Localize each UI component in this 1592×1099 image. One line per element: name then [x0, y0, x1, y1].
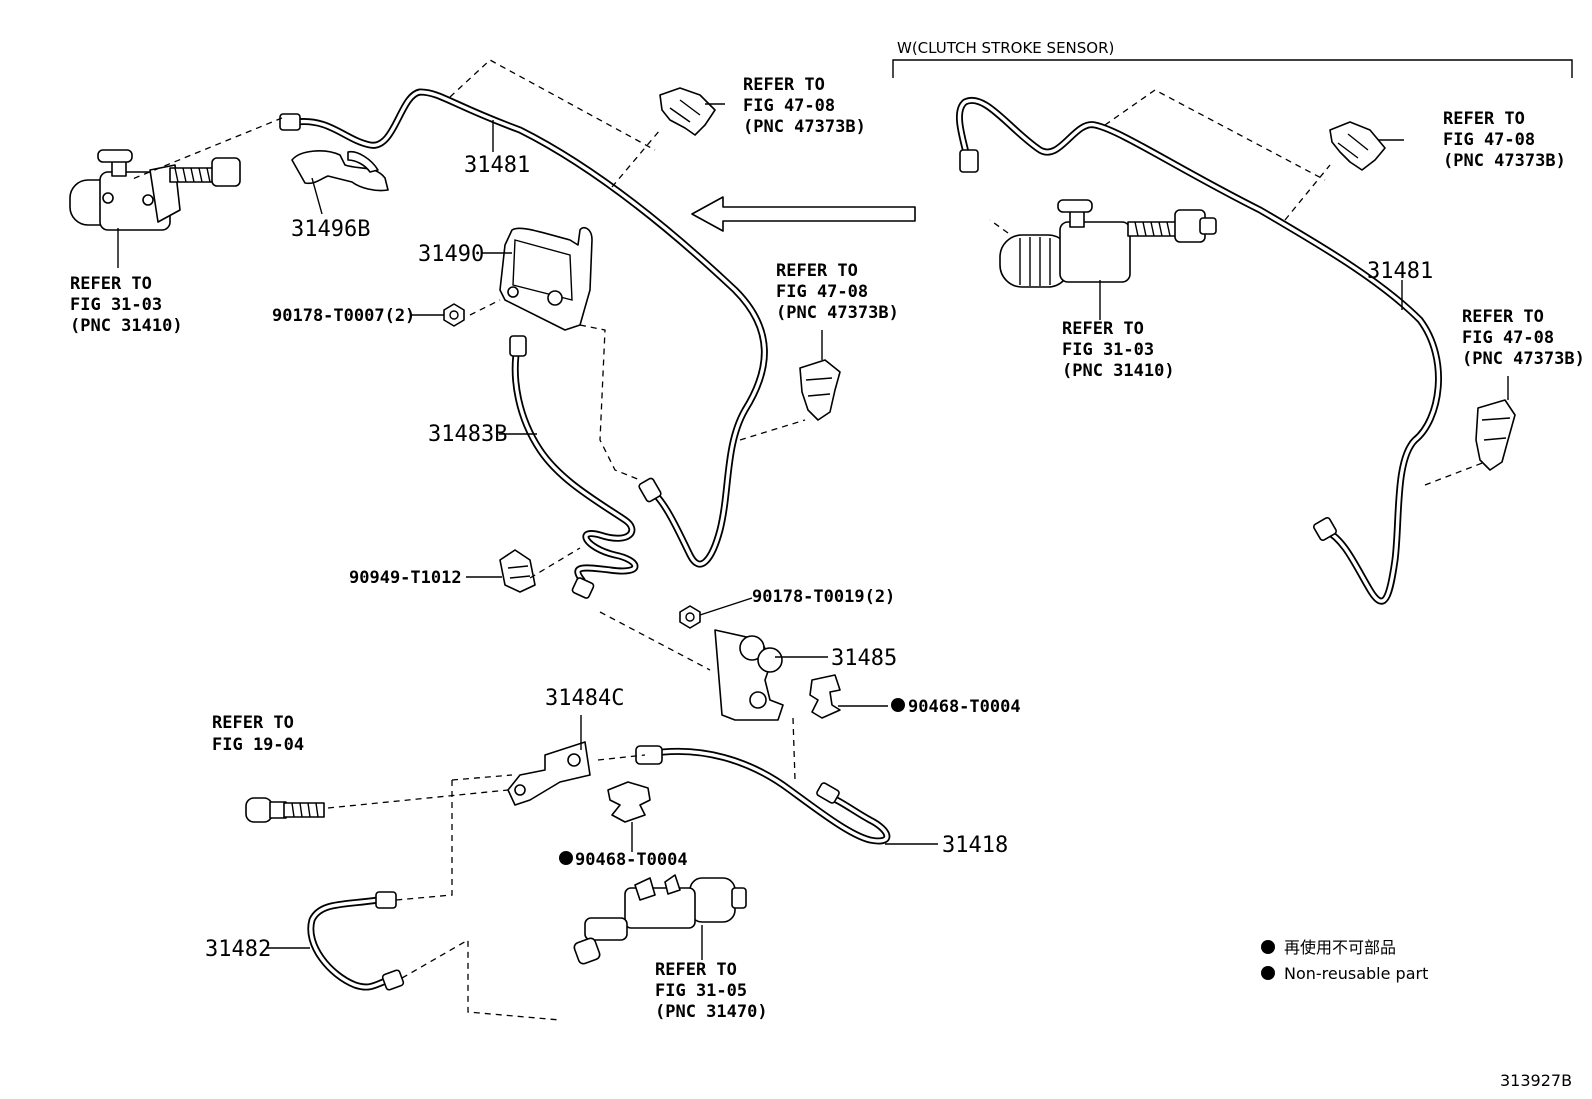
- clamp-top-main: [659, 87, 716, 136]
- legend-dot-jp: [1261, 940, 1275, 954]
- refer-line: (PNC 31410): [1062, 361, 1175, 381]
- refer-line: (PNC 47373B): [1443, 151, 1566, 171]
- pipe-31481-main: [279, 88, 768, 568]
- refer-line: (PNC 47373B): [1462, 349, 1585, 369]
- refer-line: REFER TO: [776, 261, 858, 281]
- refer-line: FIG 19-04: [212, 735, 304, 755]
- callout-31481-main: 31481: [464, 153, 530, 178]
- legend: 再使用不可部品 Non-reusable part: [1261, 938, 1428, 983]
- pipe-31483b: [509, 335, 639, 599]
- refer-line: REFER TO: [1462, 307, 1544, 327]
- refer-line: (PNC 31470): [655, 1002, 768, 1022]
- clip-90468-t0004-a: [809, 674, 841, 719]
- clip-90468-t0004-b: [607, 781, 651, 823]
- refer-master-cyl-variant: REFER TO FIG 31-03 (PNC 31410): [1062, 319, 1175, 381]
- clamp-mid-main: [799, 359, 841, 421]
- clamp-top-variant: [1329, 121, 1386, 171]
- bracket-31485: [714, 629, 784, 721]
- release-cylinder: [573, 874, 747, 965]
- legend-japanese: 再使用不可部品: [1284, 938, 1396, 957]
- refer-line: REFER TO: [1062, 319, 1144, 339]
- clamp-31496b: [291, 150, 389, 192]
- refer-line: FIG 47-08: [743, 96, 835, 116]
- refer-clamp-mid-variant: REFER TO FIG 47-08 (PNC 47373B): [1462, 307, 1585, 369]
- refer-line: FIG 31-03: [1062, 340, 1154, 360]
- direction-arrow: [691, 196, 916, 232]
- pipe-31482: [307, 891, 405, 991]
- callout-31482: 31482: [205, 937, 271, 962]
- callout-31484c: 31484C: [545, 686, 624, 711]
- variant-bracket: W(CLUTCH STROKE SENSOR): [892, 39, 1573, 78]
- callout-31418: 31418: [942, 833, 1008, 858]
- refer-line: (PNC 47373B): [743, 117, 866, 137]
- leader-lines: [117, 103, 1509, 960]
- refer-master-cyl-main: REFER TO FIG 31-03 (PNC 31410): [70, 274, 183, 336]
- refer-line: REFER TO: [655, 960, 737, 980]
- clip-90949-t1012: [499, 549, 536, 593]
- callout-31490: 31490: [418, 242, 484, 267]
- callout-31483b: 31483B: [428, 422, 507, 447]
- refer-line: FIG 31-03: [70, 295, 162, 315]
- figure-code: 313927B: [1500, 1071, 1572, 1090]
- refer-line: FIG 47-08: [1443, 130, 1535, 150]
- variant-header: W(CLUTCH STROKE SENSOR): [897, 39, 1114, 57]
- refer-line: (PNC 31410): [70, 316, 183, 336]
- refer-clamp-top-main: REFER TO FIG 47-08 (PNC 47373B): [743, 75, 866, 137]
- nut-90178-t0019: [679, 605, 701, 629]
- nut-90178-t0007: [443, 303, 465, 327]
- callout-90178-t0019: 90178-T0019(2): [752, 587, 895, 607]
- refer-line: REFER TO: [212, 713, 294, 733]
- refer-line: REFER TO: [70, 274, 152, 294]
- refer-line: (PNC 47373B): [776, 303, 899, 323]
- refer-clamp-top-variant: REFER TO FIG 47-08 (PNC 47373B): [1443, 109, 1566, 171]
- callout-labels: 31481 31496B 31490 90178-T0007(2) 31483B…: [205, 153, 1433, 962]
- callout-31496b: 31496B: [291, 217, 370, 242]
- refer-line: REFER TO: [1443, 109, 1525, 129]
- refer-line: FIG 47-08: [1462, 328, 1554, 348]
- callout-90468-t0004-b: 90468-T0004: [575, 850, 688, 870]
- refer-clamp-mid-main: REFER TO FIG 47-08 (PNC 47373B): [776, 261, 899, 323]
- refer-release-cyl: REFER TO FIG 31-05 (PNC 31470): [655, 960, 768, 1022]
- refer-line: REFER TO: [743, 75, 825, 95]
- callout-31481-variant: 31481: [1367, 259, 1433, 284]
- legend-dot-en: [1261, 966, 1275, 980]
- clamp-mid-variant: [1475, 399, 1516, 471]
- bracket-31484c: [507, 741, 591, 806]
- dashed-guides: [129, 59, 1486, 1021]
- legend-english: Non-reusable part: [1284, 964, 1428, 983]
- refer-bolt: REFER TO FIG 19-04: [212, 713, 304, 755]
- refer-line: FIG 31-05: [655, 981, 747, 1001]
- master-cylinder-variant: [999, 199, 1217, 288]
- non-reusable-dot-b: [559, 851, 573, 865]
- hose-31418: [635, 745, 891, 845]
- non-reusable-dot-a: [891, 698, 905, 712]
- bracket-31490: [499, 226, 593, 331]
- pipe-31481-variant: [956, 96, 1442, 605]
- refer-line: FIG 47-08: [776, 282, 868, 302]
- callout-90949-t1012: 90949-T1012: [349, 568, 462, 588]
- bolt-fig-19-04: [245, 797, 325, 823]
- callout-90178-t0007: 90178-T0007(2): [272, 306, 415, 326]
- master-cylinder-main: [69, 149, 241, 231]
- callout-90468-t0004-a: 90468-T0004: [908, 697, 1021, 717]
- callout-31485: 31485: [831, 646, 897, 671]
